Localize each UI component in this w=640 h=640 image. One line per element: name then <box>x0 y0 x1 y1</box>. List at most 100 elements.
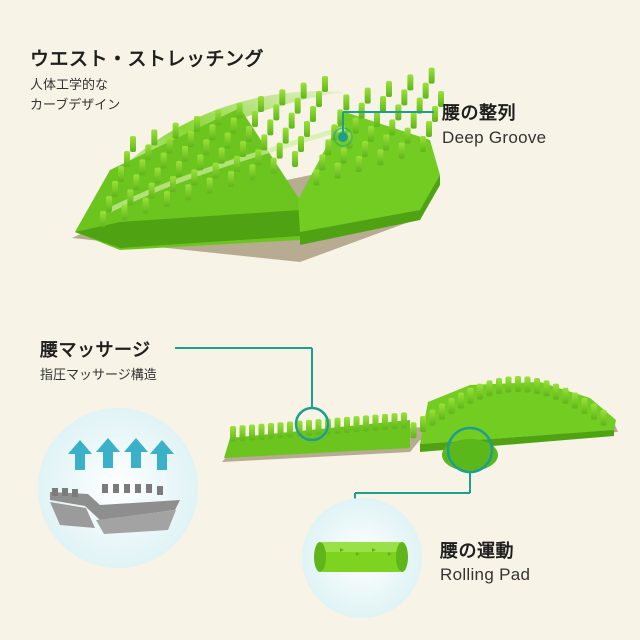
mat-spike <box>322 76 328 92</box>
mat-spike <box>249 424 255 441</box>
mat-spike <box>209 124 216 141</box>
mat-spike <box>386 81 392 97</box>
mat-spike <box>236 102 243 119</box>
rolling-subtitle: Rolling Pad <box>440 565 531 584</box>
mat-spike <box>581 397 588 414</box>
mat-spike <box>429 409 436 426</box>
mat-spike <box>358 102 365 119</box>
mat-spike <box>340 147 347 164</box>
waist-stretch-title: ウエスト・ストレッチング <box>30 48 265 70</box>
mat-spike <box>151 129 158 146</box>
mat-spike <box>401 89 408 106</box>
mat-spike <box>212 162 219 179</box>
mat-spike <box>438 91 444 107</box>
mat-spike <box>310 106 316 122</box>
mat-spike <box>352 117 359 134</box>
mat-spike <box>404 127 411 144</box>
mat-spike <box>353 416 360 433</box>
mat-spike <box>368 126 374 142</box>
mat-spike <box>319 154 326 171</box>
mat-spike <box>234 156 240 172</box>
mat-spike <box>398 142 405 159</box>
mat-spike <box>218 147 225 164</box>
mat-spike <box>410 112 417 129</box>
mat-spike <box>145 144 152 161</box>
mat-spike <box>331 124 338 141</box>
mat-spike <box>206 177 213 194</box>
mat-spike <box>166 137 173 154</box>
mat-spike <box>112 181 118 197</box>
waist-stretch-line1: 人体工学的な <box>30 78 109 93</box>
mat-spike <box>273 104 280 121</box>
mat-spike <box>337 109 344 126</box>
massage-subtitle: 指圧マッサージ構造 <box>40 368 157 383</box>
mat-spike <box>591 403 597 420</box>
mat-spike <box>428 67 435 84</box>
mat-spike <box>448 397 455 414</box>
mat-spike <box>363 415 369 432</box>
mat-spike <box>288 112 295 129</box>
mat-spike <box>261 134 268 151</box>
mat-spike <box>391 413 398 430</box>
mat-spike <box>258 96 264 112</box>
mat-spike <box>230 426 236 442</box>
mat-spike <box>185 184 192 201</box>
mat-spike <box>313 169 320 186</box>
mat-spike <box>496 377 502 394</box>
mat-spike <box>100 211 106 227</box>
upward-arrow-icon <box>68 438 174 470</box>
mat-spike <box>362 141 368 157</box>
massage-callout <box>175 347 330 442</box>
mat-spike <box>230 117 237 134</box>
mat-spike <box>401 412 407 429</box>
mat-spike <box>600 409 607 426</box>
mat-spike <box>148 182 155 199</box>
mat-spike <box>364 87 371 104</box>
mat-spike <box>343 94 350 111</box>
mat-spike <box>334 162 341 179</box>
mat-spike <box>139 159 146 176</box>
mat-spike <box>334 417 341 434</box>
mat-spike <box>382 413 388 430</box>
mat-spike <box>315 419 322 436</box>
mat-spike <box>524 376 531 393</box>
mat-spike <box>300 82 307 99</box>
mat-spike <box>246 126 252 142</box>
top-mat <box>72 67 444 262</box>
waist-stretch-line2: カーブデザイン <box>30 98 121 113</box>
mat-spike <box>380 96 386 112</box>
deep-groove-callout <box>333 111 434 147</box>
mat-spike <box>572 392 578 409</box>
mat-spike <box>420 136 426 152</box>
mat-spike <box>224 132 231 149</box>
mat-spike <box>304 121 310 137</box>
mat-spike <box>372 414 379 431</box>
mat-spike <box>170 176 176 192</box>
deep-groove-subtitle: Deep Groove <box>442 128 547 147</box>
mat-spike <box>197 154 204 171</box>
mat-spike <box>106 196 112 212</box>
mat-spike <box>154 167 161 184</box>
mat-spike <box>553 383 559 400</box>
mat-spike <box>407 74 414 91</box>
mat-spike <box>252 111 258 127</box>
rolling-pad-bubble <box>302 498 422 618</box>
mat-spike <box>374 111 380 127</box>
mat-spike <box>182 146 188 162</box>
mat-spike <box>316 91 322 107</box>
mat-spike <box>356 156 362 172</box>
mat-spike <box>389 119 396 136</box>
deep-groove-title: 腰の整列 <box>442 103 516 124</box>
mat-spike <box>172 122 179 139</box>
mat-spike <box>194 116 200 132</box>
mat-spike <box>188 131 194 147</box>
mat-spike <box>255 149 262 166</box>
mat-spike <box>325 139 332 156</box>
mat-spike <box>294 97 301 114</box>
mat-spike <box>410 422 417 439</box>
mat-spike <box>130 136 136 152</box>
mat-spike <box>249 164 256 181</box>
mat-spike <box>240 141 246 157</box>
mat-spike <box>422 82 429 99</box>
